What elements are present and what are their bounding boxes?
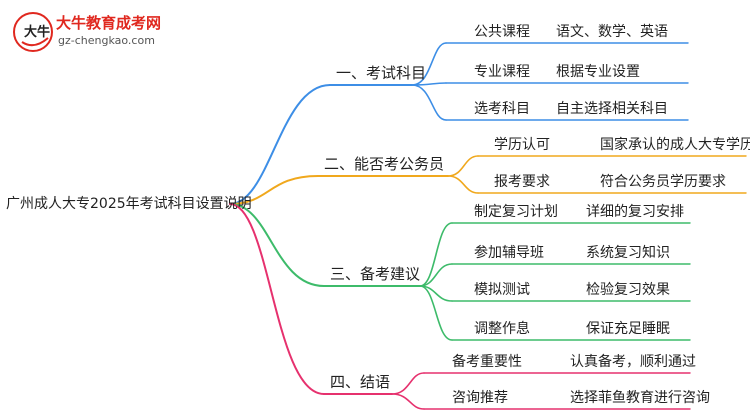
branch-connector-3 xyxy=(229,203,325,287)
logo-mark-icon: 大牛 xyxy=(13,12,53,52)
leaf-connector-4-1 xyxy=(391,372,425,395)
leaf-detail-2-1: 国家承认的成人大专学历 xyxy=(600,137,750,153)
leaf-connector-1-1 xyxy=(411,42,447,86)
leaf-detail-4-2: 选择菲鱼教育进行咨询 xyxy=(570,390,710,406)
logo-title: 大牛教育成考网 xyxy=(56,14,162,32)
branch-connector-4 xyxy=(229,203,325,395)
branch-label-1: 一、考试科目 xyxy=(336,64,427,82)
leaf-connector-4-2 xyxy=(391,393,425,410)
leaf-topic-4-2: 咨询推荐 xyxy=(452,390,508,406)
root-topic: 广州成人大专2025年考试科目设置说明 xyxy=(6,196,252,212)
leaf-topic-1-3: 选考科目 xyxy=(474,101,530,117)
branch-connector-2 xyxy=(229,175,319,205)
leaf-detail-2-2: 符合公务员学历要求 xyxy=(600,174,726,190)
leaf-connector-3-2 xyxy=(419,263,453,287)
leaf-topic-3-2: 参加辅导班 xyxy=(474,245,544,261)
leaf-detail-1-2: 根据专业设置 xyxy=(556,64,640,80)
leaf-topic-1-2: 专业课程 xyxy=(474,64,530,80)
leaf-topic-2-2: 报考要求 xyxy=(494,174,550,190)
leaf-connector-1-3 xyxy=(411,84,447,121)
branch-connector-1 xyxy=(229,84,331,205)
branch-label-3: 三、备考建议 xyxy=(330,265,421,283)
logo-url: gz-chengkao.com xyxy=(58,34,155,47)
leaf-topic-4-1: 备考重要性 xyxy=(452,354,522,370)
leaf-connector-2-2 xyxy=(447,175,479,194)
logo-mark-text: 大牛 xyxy=(24,24,50,40)
leaf-topic-1-1: 公共课程 xyxy=(474,24,530,40)
leaf-detail-3-4: 保证充足睡眠 xyxy=(586,321,670,337)
leaf-connector-3-4 xyxy=(419,285,453,341)
leaf-detail-3-2: 系统复习知识 xyxy=(586,245,670,261)
leaf-topic-2-1: 学历认可 xyxy=(494,137,550,153)
leaf-detail-1-1: 语文、数学、英语 xyxy=(556,24,668,40)
leaf-topic-3-3: 模拟测试 xyxy=(474,282,530,298)
leaf-detail-3-3: 检验复习效果 xyxy=(586,282,670,298)
leaf-detail-4-1: 认真备考，顺利通过 xyxy=(570,354,696,370)
leaf-topic-3-1: 制定复习计划 xyxy=(474,204,558,220)
leaf-detail-1-3: 自主选择相关科目 xyxy=(556,101,668,117)
leaf-detail-3-1: 详细的复习安排 xyxy=(586,204,684,220)
branch-label-2: 二、能否考公务员 xyxy=(324,155,445,173)
logo: 大牛 大牛教育成考网 gz-chengkao.com xyxy=(12,10,202,55)
leaf-connector-3-1 xyxy=(419,222,453,287)
leaf-connector-2-1 xyxy=(447,155,479,177)
leaf-topic-3-4: 调整作息 xyxy=(474,321,530,337)
branch-label-4: 四、结语 xyxy=(330,373,391,391)
